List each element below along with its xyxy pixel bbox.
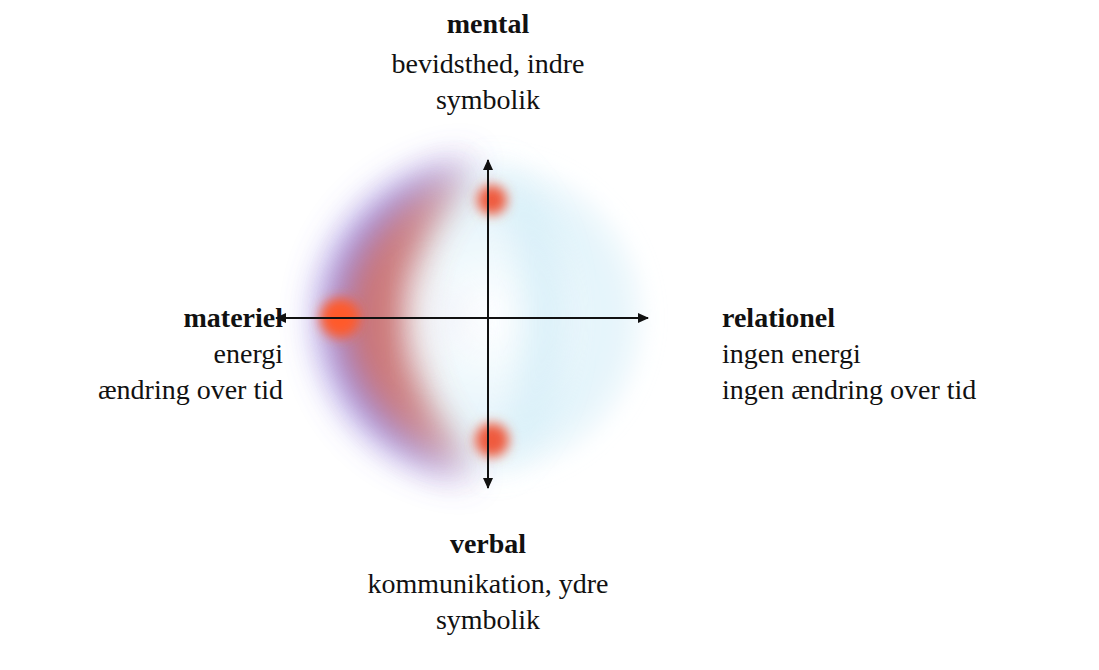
- axis-title: relationel: [722, 300, 1082, 336]
- axis-title: mental: [343, 6, 633, 42]
- vertical-axis-up: [487, 160, 489, 488]
- axis-description: bevidsthed, indre symbolik: [343, 46, 633, 118]
- axis-title: materiel: [23, 300, 283, 336]
- axis-title: verbal: [343, 526, 633, 562]
- horizontal-axis-left: [276, 317, 488, 319]
- axis-description: kommunikation, ydre symbolik: [343, 566, 633, 638]
- axis-description: energi: [23, 336, 283, 372]
- vertical-axis-down: [487, 160, 489, 488]
- axis-description: ingen energi: [722, 336, 1082, 372]
- axis-description: ændring over tid: [23, 372, 283, 408]
- axis-description: ingen ændring over tid: [722, 372, 1082, 408]
- horizontal-axis-right: [488, 317, 648, 319]
